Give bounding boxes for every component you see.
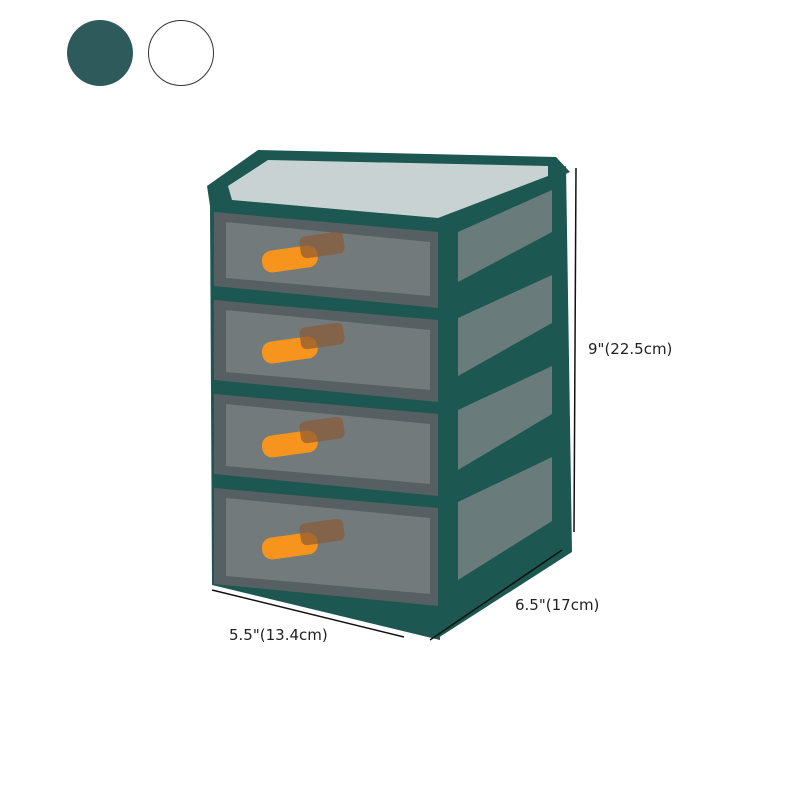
color-swatch-white[interactable] <box>148 20 214 86</box>
width-dimension-line <box>211 589 405 638</box>
drawer <box>214 212 438 308</box>
side-window <box>458 275 552 376</box>
side-window <box>458 457 552 580</box>
drawer <box>214 300 438 402</box>
height-dimension-line <box>573 167 577 533</box>
depth-dimension-line <box>429 549 563 641</box>
top-inset <box>228 160 548 218</box>
color-swatch-teal[interactable] <box>67 20 133 86</box>
width-label: 5.5"(13.4cm) <box>229 626 328 644</box>
side-window <box>458 366 552 470</box>
side-window <box>458 190 552 282</box>
height-label: 9"(22.5cm) <box>588 340 673 358</box>
depth-label: 6.5"(17cm) <box>515 596 600 614</box>
drawer <box>214 394 438 496</box>
drawer <box>214 488 438 606</box>
